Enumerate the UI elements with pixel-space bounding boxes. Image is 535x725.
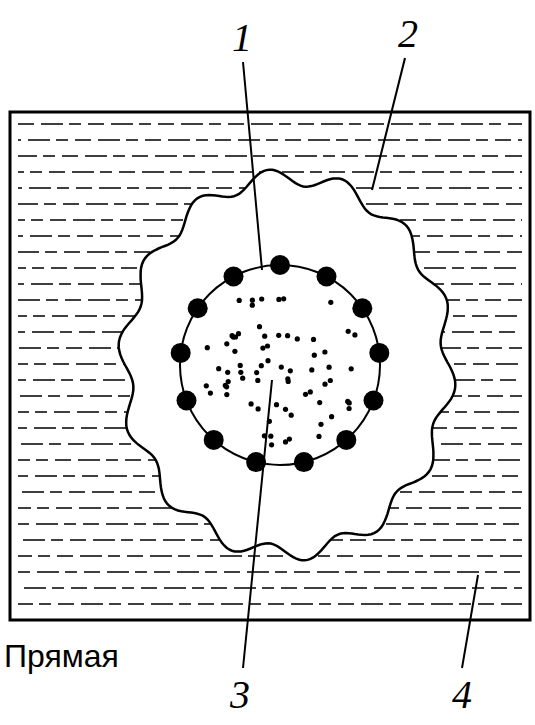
core-dot (205, 345, 210, 350)
core-dot (285, 333, 290, 338)
surface-ions (171, 255, 390, 472)
adsorption-layer (119, 170, 456, 561)
core-dot (328, 300, 333, 305)
hatch-line (18, 139, 522, 141)
surface-ion (364, 391, 384, 411)
core-dot (269, 442, 274, 447)
core-dot (230, 333, 235, 338)
core-dot (232, 349, 237, 354)
core-dot (311, 337, 316, 342)
core-dot (346, 329, 351, 334)
core-dot (259, 296, 264, 301)
core-dot (285, 376, 290, 381)
core-dot (316, 434, 321, 439)
core-dot (283, 407, 288, 412)
leader-line (243, 62, 262, 270)
core-dot (274, 402, 279, 407)
surface-ion (177, 391, 197, 411)
hatch-line (18, 571, 522, 573)
core-dot (347, 406, 352, 411)
core-dots (204, 296, 358, 447)
core-dot (318, 422, 323, 427)
core-dot (262, 334, 267, 339)
surface-ion (294, 452, 314, 472)
core-dot (256, 406, 261, 411)
core-dot (265, 343, 270, 348)
core-dot (259, 363, 264, 368)
vessel-border (10, 112, 530, 620)
hatch-line (18, 603, 522, 605)
core-dot (240, 376, 245, 381)
surface-ion (270, 255, 290, 275)
core-dot (322, 349, 327, 354)
core-dot (224, 341, 229, 346)
hatch-line (18, 555, 522, 557)
core-dot (255, 378, 260, 383)
core-dot (208, 391, 213, 396)
core-dot (289, 413, 294, 418)
core-dot (224, 384, 229, 389)
leader-line (462, 575, 478, 668)
callout-number: 4 (452, 675, 472, 715)
surface-ion (188, 298, 208, 318)
callout-number: 3 (230, 675, 250, 715)
core-dot (204, 383, 209, 388)
core-dot (276, 333, 281, 338)
callout-number: 2 (398, 14, 418, 54)
core-dot (308, 389, 313, 394)
hatch-line (18, 123, 522, 125)
hatch-line (18, 587, 522, 589)
core-dot (288, 368, 293, 373)
callout-number: 1 (232, 18, 252, 58)
caption-word: Прямая (4, 640, 119, 672)
core-dot (257, 324, 262, 329)
core-dot (250, 303, 255, 308)
core-dot (249, 401, 254, 406)
core-dot (303, 392, 308, 397)
core-dot (349, 366, 354, 371)
leader-line (243, 380, 272, 668)
surface-ion (336, 430, 356, 450)
leader-lines (243, 58, 478, 668)
core-dot (238, 363, 243, 368)
core-dot (352, 332, 357, 337)
core-dot (236, 331, 241, 336)
surface-ion (224, 267, 244, 287)
core-dot (327, 365, 332, 370)
core-dot (268, 434, 273, 439)
core-dot (238, 370, 243, 375)
surface-ion (204, 430, 224, 450)
surface-ion (171, 343, 191, 363)
core-dot (317, 400, 322, 405)
leader-line (372, 58, 405, 190)
surface-ion (352, 298, 372, 318)
core-dot (226, 379, 231, 384)
core-dot (265, 358, 270, 363)
surface-ion (369, 343, 389, 363)
core-dot (237, 298, 242, 303)
core-particle (180, 265, 380, 465)
core-dot (329, 414, 334, 419)
core-dot (276, 297, 281, 302)
core-dot (347, 400, 352, 405)
core-dot (254, 370, 259, 375)
core-dot (225, 370, 230, 375)
core-dot (287, 437, 292, 442)
core-dot (309, 367, 314, 372)
core-dot (328, 378, 333, 383)
core-dot (260, 346, 265, 351)
core-dot (322, 382, 327, 387)
core-dot (250, 298, 255, 303)
core-dot (281, 296, 286, 301)
core-dot (312, 353, 317, 358)
core-dot (279, 365, 284, 370)
hatch-line (18, 155, 522, 157)
surface-ion (317, 267, 337, 287)
core-dot (295, 336, 300, 341)
core-dot (224, 392, 229, 397)
core-dot (216, 366, 221, 371)
liquid-hatching (18, 124, 522, 604)
